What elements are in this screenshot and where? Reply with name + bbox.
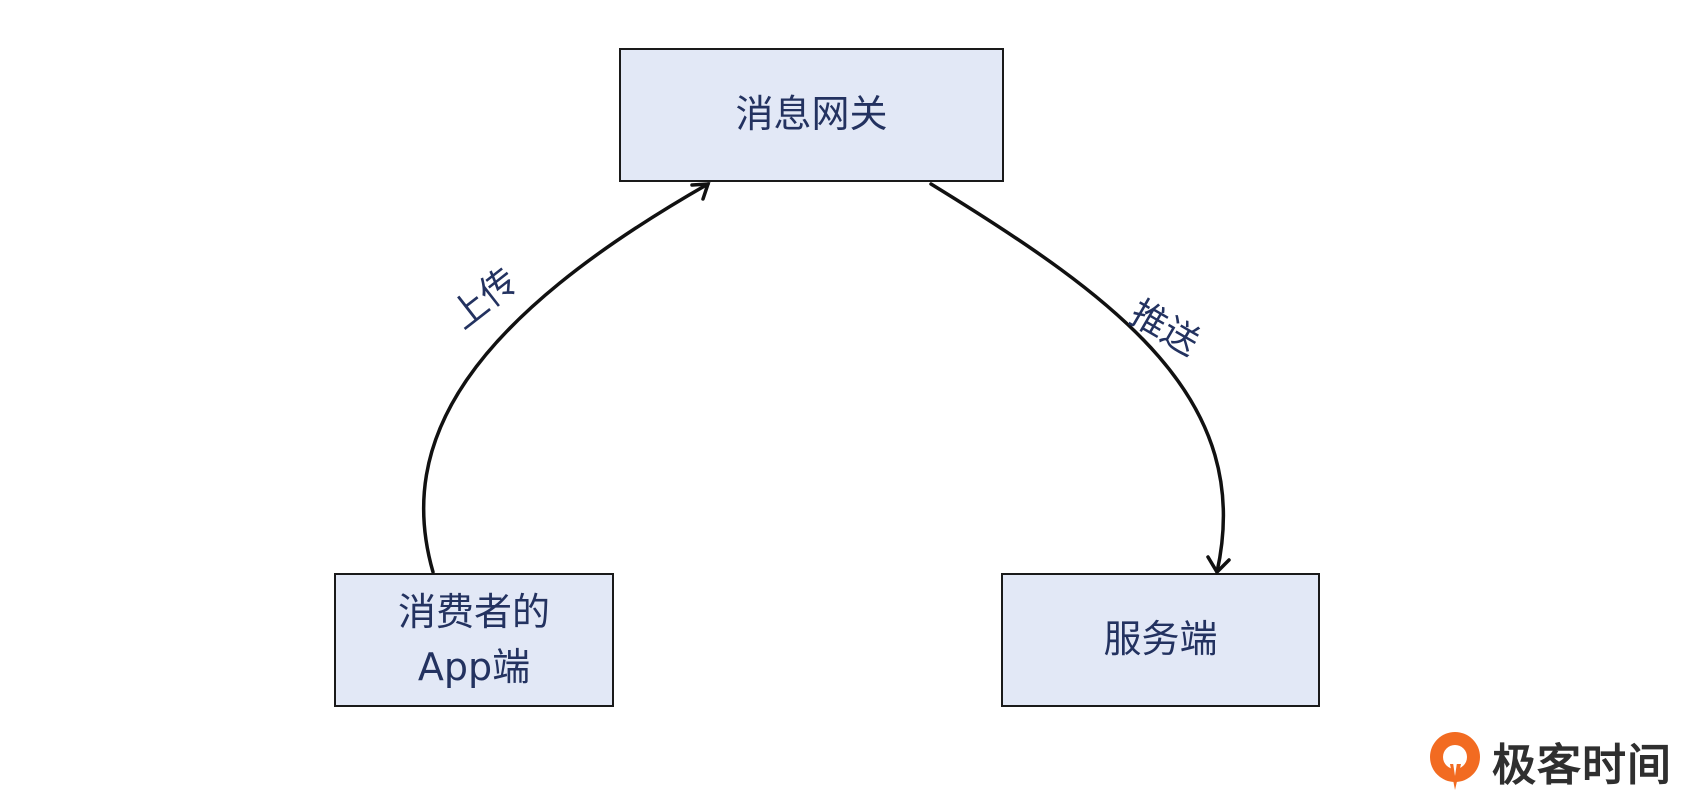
edge-push-line bbox=[929, 182, 1226, 574]
edge-push-arrowhead bbox=[1206, 555, 1231, 575]
node-message-gateway-label: 消息网关 bbox=[735, 92, 888, 137]
node-server-label: 服务端 bbox=[1103, 617, 1218, 662]
brand-name: 极客时间 bbox=[1492, 740, 1672, 791]
brand-watermark: 极客时间 bbox=[1428, 728, 1672, 794]
edge-push-label: 推送 bbox=[1123, 292, 1206, 365]
geek-time-logo-icon bbox=[1430, 732, 1480, 790]
node-message-gateway: 消息网关 bbox=[619, 48, 1004, 182]
node-consumer-app-label-line2: App端 bbox=[417, 645, 531, 689]
edge-upload-line bbox=[421, 182, 710, 574]
node-consumer-app-label-line1: 消费者的 bbox=[397, 589, 550, 634]
node-consumer-app: 消费者的 App端 bbox=[334, 573, 614, 707]
node-server: 服务端 bbox=[1001, 573, 1320, 707]
edge-upload-label: 上传 bbox=[443, 260, 526, 338]
edge-upload-arrowhead bbox=[690, 182, 711, 201]
